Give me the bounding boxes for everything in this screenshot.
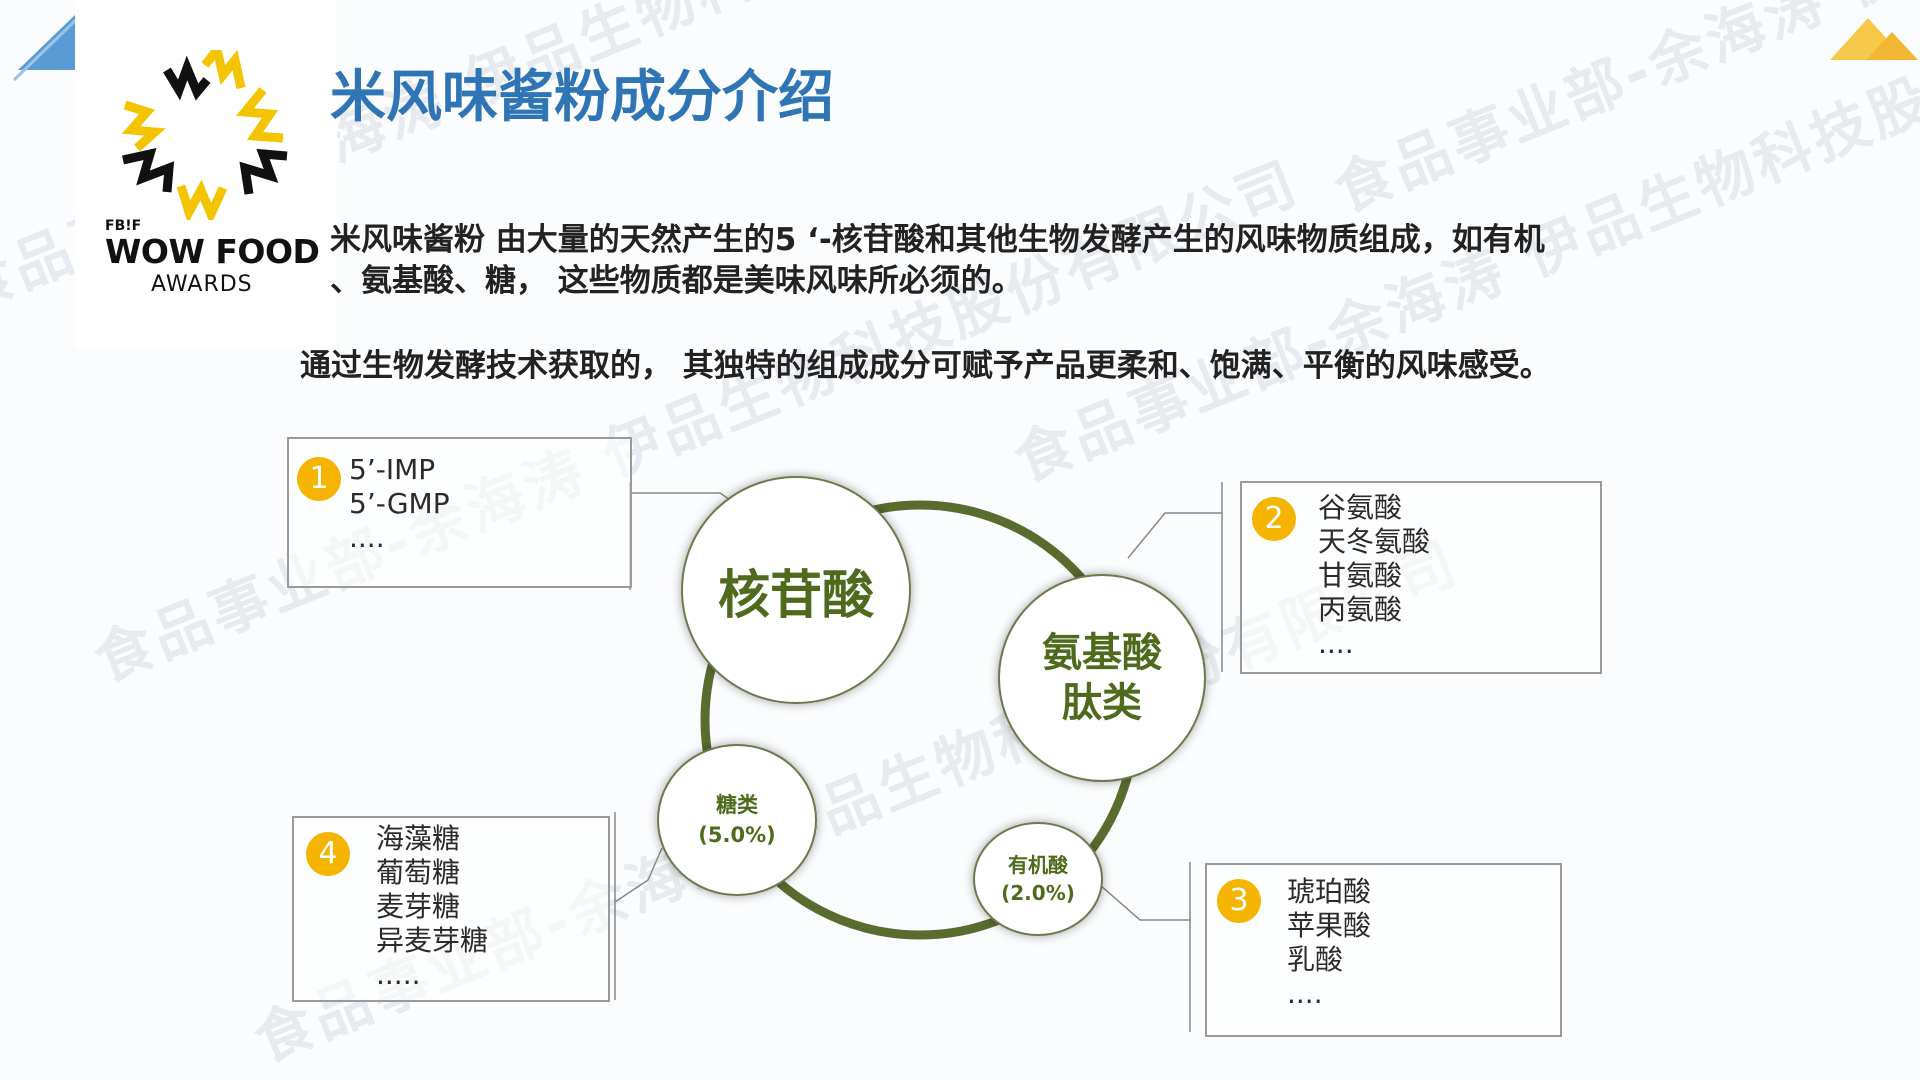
amino-acid-list-box: 2 谷氨酸 天冬氨酸 甘氨酸 丙氨酸 .... — [1240, 481, 1602, 674]
number-badge: 4 — [306, 832, 350, 876]
nucleotide-label: 核苷酸 — [717, 565, 874, 626]
amino-acid-label-line1: 氨基酸 — [1042, 630, 1162, 676]
list-item: 葡萄糖 — [376, 856, 461, 889]
list-item: 甘氨酸 — [1318, 559, 1403, 592]
number-badge: 1 — [297, 457, 341, 501]
logo-brand-main: WOW FOOD — [105, 232, 320, 271]
amino-acid-circle: 氨基酸 肽类 — [998, 574, 1206, 782]
list-item: 5’-IMP — [349, 453, 436, 486]
amino-acid-label-line2: 肽类 — [1062, 680, 1142, 726]
list-item: 丙氨酸 — [1318, 593, 1403, 626]
page-title: 米风味酱粉成分介绍 — [330, 65, 834, 130]
wow-food-logo-icon — [121, 50, 288, 220]
sugar-circle: 糖类 (5.0%) — [657, 744, 817, 896]
list-item: 琥珀酸 — [1287, 875, 1372, 908]
amino-acid-list: 谷氨酸 天冬氨酸 甘氨酸 丙氨酸 .... — [1318, 491, 1430, 661]
number-badge: 3 — [1217, 879, 1261, 923]
intro-line-2: 、氨基酸、糖， 这些物质都是美味风味所必须的。 — [330, 263, 1023, 299]
nucleotide-list-box: 1 5’-IMP 5’-GMP .... — [287, 437, 632, 588]
number-badge: 2 — [1252, 497, 1296, 541]
intro-line-3: 通过生物发酵技术获取的， 其独特的组成成分可赋予产品更柔和、饱满、平衡的风味感受… — [300, 348, 1551, 384]
intro-line-1: 米风味酱粉 由大量的天然产生的5 ‘-核苷酸和其他生物发酵产生的风味物质组成，如… — [330, 222, 1545, 258]
logo-brand-small: FB!F — [105, 218, 142, 234]
nucleotide-circle: 核苷酸 — [681, 476, 911, 704]
sugar-list: 海藻糖 葡萄糖 麦芽糖 异麦芽糖 ..... — [376, 822, 488, 992]
list-item: 谷氨酸 — [1318, 491, 1403, 524]
list-item: .... — [1287, 977, 1323, 1010]
organic-acid-label-line2: (2.0%) — [1001, 881, 1075, 905]
sugar-label-line1: 糖类 — [716, 793, 758, 817]
organic-acid-circle: 有机酸 (2.0%) — [973, 822, 1103, 936]
organic-acid-label-line1: 有机酸 — [1008, 853, 1068, 877]
mountain-decoration — [1830, 18, 1918, 60]
list-item: 5’-GMP — [349, 487, 450, 520]
list-item: 异麦芽糖 — [376, 924, 489, 957]
list-item: 乳酸 — [1287, 943, 1344, 976]
list-item: ..... — [376, 958, 421, 991]
corner-triangle-decoration — [12, 12, 84, 82]
logo-panel: FB!F WOW FOOD AWARDS — [75, 0, 337, 348]
nucleotide-list: 5’-IMP 5’-GMP .... — [349, 453, 450, 555]
list-item: .... — [1318, 627, 1354, 660]
organic-acid-list-box: 3 琥珀酸 苹果酸 乳酸 .... — [1205, 863, 1562, 1037]
list-item: .... — [349, 521, 385, 554]
list-item: 海藻糖 — [376, 822, 461, 855]
logo-brand-sub: AWARDS — [151, 272, 253, 297]
list-item: 天冬氨酸 — [1318, 525, 1431, 558]
organic-acid-list: 琥珀酸 苹果酸 乳酸 .... — [1287, 875, 1371, 1011]
list-item: 麦芽糖 — [376, 890, 461, 923]
sugar-label-line2: (5.0%) — [698, 823, 776, 847]
sugar-list-box: 4 海藻糖 葡萄糖 麦芽糖 异麦芽糖 ..... — [292, 816, 610, 1002]
list-item: 苹果酸 — [1287, 909, 1372, 942]
